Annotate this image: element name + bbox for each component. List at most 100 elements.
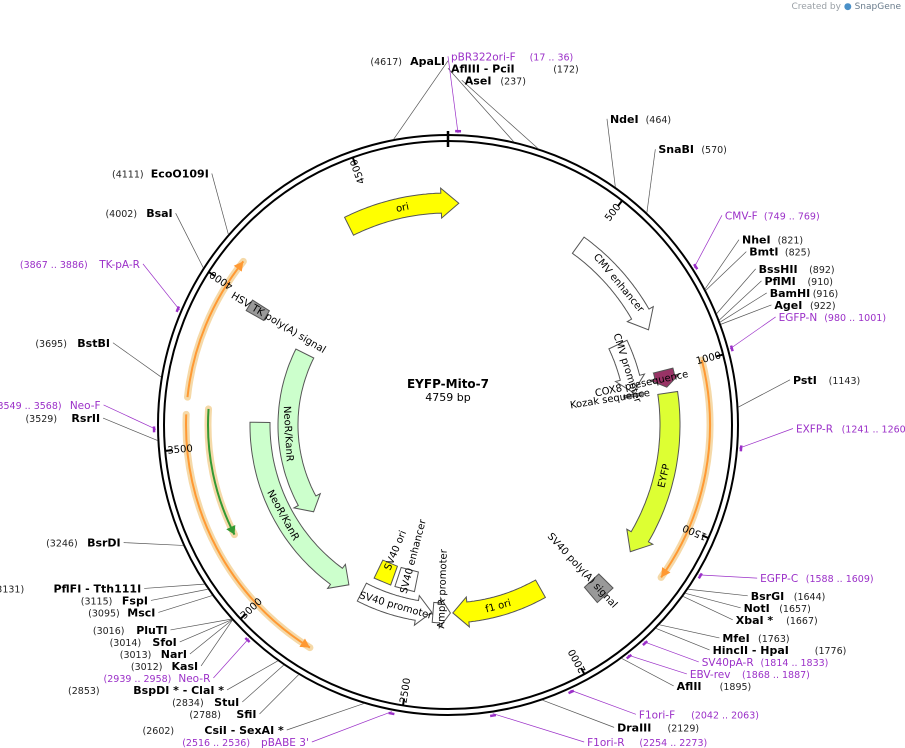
site-name: PflFI - Tth111I: [53, 582, 141, 595]
cmv-enhancer-label: CMV enhancer: [591, 252, 646, 316]
tick-label: 2000: [567, 647, 589, 675]
site-label: BssHII (892): [759, 263, 835, 276]
site-leader: [211, 173, 229, 235]
ampr-promoter-feature: [431, 596, 452, 630]
site-name: NotI: [744, 602, 770, 615]
site-label: NotI(1657): [744, 602, 811, 615]
site-name: MfeI: [722, 632, 749, 645]
site-leader: [286, 703, 364, 731]
primer-label: pBABE 3'(2516 .. 2536): [182, 737, 309, 748]
f1-ori-feature: [452, 579, 547, 629]
primer-mark: [489, 713, 497, 718]
orf-arrowhead: [226, 524, 236, 535]
site-position: (1667): [786, 616, 818, 627]
primer-leader: [311, 711, 392, 743]
site-label: XbaI * (1667): [736, 614, 818, 627]
primer-name: F1ori-R: [587, 737, 624, 748]
cmv-promoter-feature: [608, 339, 646, 394]
orf-arrowhead: [299, 638, 310, 648]
credit-prefix: Created by: [791, 2, 841, 12]
site-label: RsrII(3529): [25, 412, 100, 425]
site-position: (4617): [370, 57, 402, 68]
primer-label: EGFP-C(1588 .. 1609): [760, 573, 873, 585]
site-position: (892): [809, 265, 835, 276]
primer-label: EXFP-R(1241 .. 1260): [796, 423, 905, 435]
site-position: (825): [785, 248, 811, 259]
orf-layer: [182, 257, 714, 652]
tick-label: 500: [603, 202, 623, 224]
site-position: (464): [646, 115, 672, 126]
primer-name: Neo-F: [70, 400, 101, 412]
site-label: BspDI * - ClaI *(2853): [68, 684, 224, 697]
credit-brand: SnapGene: [854, 2, 901, 12]
tick-label: 4500: [349, 158, 368, 186]
site-label: NarI(3013): [120, 648, 187, 661]
primer-name: EBV-rev: [690, 669, 731, 681]
site-leader: [705, 251, 747, 291]
site-name: PstI: [793, 374, 817, 387]
site-position: (2788): [189, 710, 221, 721]
primer-leader: [103, 404, 157, 430]
site-label: NdeI(464): [610, 113, 671, 126]
site-label: MscI(3095): [88, 606, 155, 619]
sv40-enhancer-feature: [394, 566, 419, 593]
site-name: AgeI: [774, 299, 802, 312]
eyfp-feature: [626, 390, 681, 553]
orf-arc: [207, 408, 236, 536]
site-name: XbaI *: [736, 614, 774, 627]
site-position: (1776): [815, 646, 847, 657]
site-leader: [621, 658, 674, 687]
site-position: (910): [807, 277, 833, 288]
primer-leader: [570, 689, 637, 715]
site-name: BssHII: [759, 263, 798, 276]
primer-name: EGFP-N: [779, 312, 818, 324]
site-name: NarI: [161, 648, 187, 661]
site-position: (3529): [25, 414, 57, 425]
tick-mark: [402, 698, 406, 706]
site-label: MfeI(1763): [722, 632, 789, 645]
site-leader: [659, 624, 720, 639]
site-label: BsrGI(1644): [751, 590, 826, 603]
site-leader: [242, 664, 284, 703]
site-leader: [393, 60, 449, 140]
site-position: (172): [553, 64, 579, 75]
site-label: FspI(3115): [81, 594, 148, 607]
site-position: (2129): [668, 723, 700, 734]
site-label: KasI(3012): [131, 660, 198, 673]
site-label: AseI(237): [465, 74, 526, 87]
tick-mark: [716, 353, 724, 358]
primer-range: (2939 .. 2958): [104, 674, 172, 685]
site-leader: [655, 628, 710, 651]
site-position: (3131): [0, 584, 24, 595]
primer-label: Neo-R (2939 .. 2958): [104, 673, 211, 685]
site-position: (570): [701, 145, 727, 156]
site-name: BamHI: [770, 287, 811, 300]
sv40-poly-a-signal-feature: [583, 573, 614, 604]
primer-name: Neo-R: [178, 673, 210, 685]
primer-range: (2254 .. 2273): [639, 738, 707, 748]
primer-range: (980 .. 1001): [824, 313, 886, 324]
site-leader: [179, 619, 232, 643]
primer-mark: [244, 637, 251, 643]
site-leader: [112, 342, 162, 378]
orf-arrowhead: [661, 567, 671, 578]
site-label: BsrDI(3246): [46, 537, 121, 550]
orf-arrowhead: [233, 261, 244, 272]
plasmid-size: 4759 bp: [425, 391, 470, 404]
site-leader: [461, 80, 538, 149]
tick-mark: [208, 271, 216, 277]
site-label: BamHI(916): [770, 287, 839, 300]
site-name: PflMI: [764, 275, 795, 288]
primer-mark: [693, 263, 699, 270]
primer-range: (3867 .. 3886): [20, 260, 88, 271]
site-name: BsaI: [146, 207, 172, 220]
neor-kanr-feature: [277, 348, 322, 513]
primer-label: F1ori-F(2042 .. 2063): [639, 709, 759, 721]
site-position: (237): [500, 76, 526, 87]
primer-name: SV40pA-R: [702, 657, 754, 669]
sv40-ori-feature: [373, 559, 399, 586]
cox8-presequence-feature: [648, 367, 681, 388]
tick-label: 2500: [398, 677, 413, 704]
ori-feature: [343, 186, 460, 236]
orf-arc: [660, 359, 711, 578]
